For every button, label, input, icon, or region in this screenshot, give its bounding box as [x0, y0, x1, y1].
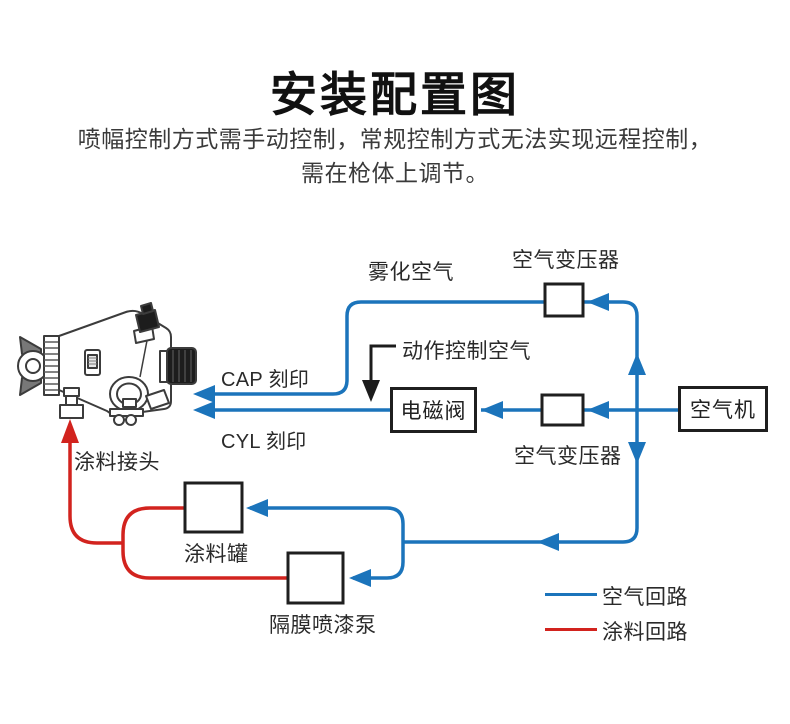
air-compressor-label: 空气机	[690, 399, 756, 422]
paint-tank-box	[183, 481, 244, 534]
air-transformer-bottom-box	[540, 393, 585, 427]
arrow-left-cyl-icon	[193, 401, 215, 419]
subtitle-line-1: 喷幅控制方式需手动控制，常规控制方式无法实现远程控制，	[77, 126, 713, 152]
spray-gun-illustration	[17, 302, 197, 426]
air-main-loop-line	[403, 300, 639, 544]
paint-line-tank-pump	[121, 506, 288, 580]
gun-side-fitting	[145, 389, 170, 410]
diaphragm-pump-box	[286, 551, 345, 605]
arrow-left-cap-icon	[193, 385, 215, 403]
label-action-control-air: 动作控制空气	[402, 340, 531, 363]
arrow-left-into-tank-icon	[246, 499, 268, 517]
legend-air-label: 空气回路	[602, 586, 688, 609]
gun-rear-knob-stripes	[172, 350, 192, 382]
gun-paint-connector-mid	[65, 395, 78, 406]
label-cyl-mark: CYL 刻印	[221, 431, 307, 453]
label-cap-mark: CAP 刻印	[221, 369, 310, 391]
paint-line-to-gun	[68, 442, 123, 545]
gun-boss-port	[122, 398, 137, 408]
label-diaphragm-pump: 隔膜喷漆泵	[269, 614, 377, 637]
control-air-bracket	[369, 344, 396, 382]
gun-rear-knob	[166, 347, 197, 385]
paint-arrow-up-icon	[61, 419, 79, 443]
gun-foot-left	[113, 414, 125, 426]
legend-paint-line-swatch	[545, 628, 597, 631]
label-air-transformer-top: 空气变压器	[512, 249, 620, 272]
page-title: 安装配置图	[270, 68, 520, 121]
label-paint-connector: 涂料接头	[74, 451, 160, 474]
gun-trigger-screw-stripes	[88, 357, 97, 365]
arrow-left-into-valve-icon	[481, 401, 503, 419]
gun-foot-plate	[109, 408, 144, 417]
atomizing-air-line	[200, 300, 545, 396]
label-atomizing-air: 雾化空气	[368, 261, 454, 284]
air-circuit-lines	[198, 300, 678, 580]
label-air-transformer-bottom: 空气变压器	[514, 445, 622, 468]
page-subtitle: 喷幅控制方式需手动控制，常规控制方式无法实现远程控制， 需在枪体上调节。	[0, 122, 790, 190]
gun-paint-connector-cap	[59, 404, 84, 419]
arrow-left-bottom-loop-icon	[537, 533, 559, 551]
component-boxes	[183, 282, 585, 605]
gun-paint-connector-top	[63, 387, 80, 397]
control-air-arrow-down-icon	[362, 380, 380, 402]
gun-foot-right	[125, 414, 137, 426]
gun-top-knob-tip	[140, 302, 154, 315]
legend-paint-label: 涂料回路	[602, 621, 688, 644]
arrow-left-into-transformer-bottom-icon	[587, 401, 609, 419]
subtitle-line-2: 需在枪体上调节。	[301, 160, 489, 186]
node-air-compressor: 空气机	[678, 386, 768, 432]
gun-knurl-ring-stripes	[44, 341, 59, 391]
solenoid-valve-label: 电磁阀	[400, 400, 467, 423]
paint-circuit-lines	[68, 442, 288, 580]
arrow-up-branch-icon	[628, 353, 646, 375]
gun-nozzle-inner	[25, 358, 41, 374]
label-paint-tank: 涂料罐	[184, 543, 249, 566]
arrow-left-into-transformer-top-icon	[587, 293, 609, 311]
tank-pump-branch-line	[250, 506, 405, 580]
arrow-down-branch-icon	[628, 442, 646, 464]
arrow-left-into-pump-icon	[349, 569, 371, 587]
air-arrow-icons	[193, 293, 646, 587]
legend-air-line-swatch	[545, 593, 597, 596]
air-transformer-top-box	[543, 282, 585, 318]
node-solenoid-valve: 电磁阀	[390, 387, 477, 433]
